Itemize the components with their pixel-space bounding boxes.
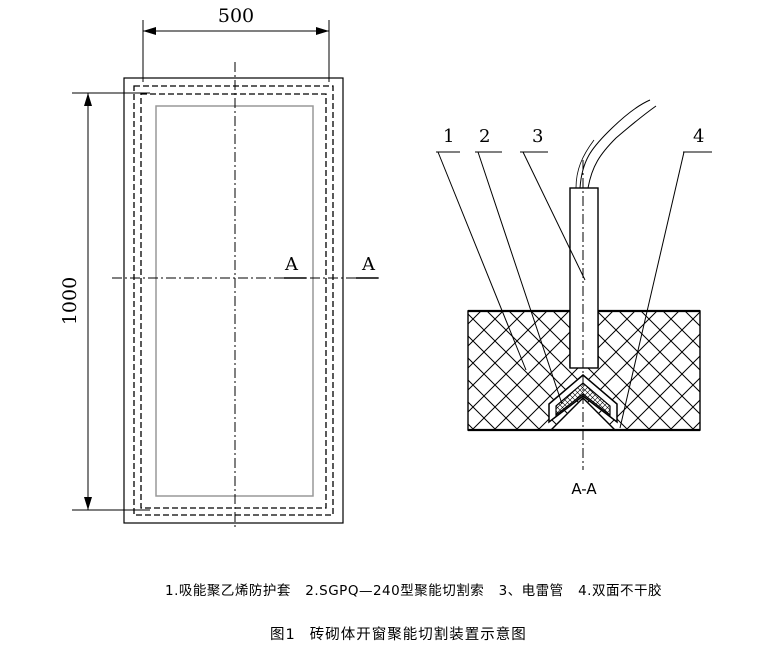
legend-item-2: 2.SGPQ—240型聚能切割索 [305,583,485,599]
figure-caption: 图1 砖砌体开窗聚能切割装置示意图 [270,623,541,644]
callout-3: 3 [520,126,586,281]
section-label-right: A [361,254,376,275]
outer-frame [123,77,344,524]
legend: 1.吸能聚乙烯防护套 2.SGPQ—240型聚能切割索 3、电雷管 4.双面不干… [165,579,765,599]
height-dimension: 1000 [59,92,150,511]
legend-item-1: 1.吸能聚乙烯防护套 [165,583,291,599]
detonator-lead-wire [579,99,651,189]
height-dimension-value: 1000 [59,277,81,325]
callout-4-label: 4 [693,126,704,147]
callout-4: 4 [619,126,712,429]
section-view-label: A-A [571,480,597,498]
section-view: A-A 1 2 3 4 [436,99,712,498]
front-view: A A 500 1000 [59,5,380,530]
legend-item-3: 3、电雷管 [498,583,564,599]
callout-2-label: 2 [479,126,490,147]
legend-item-4: 4.双面不干胶 [578,583,662,599]
section-label-left: A [284,254,299,275]
cutting-path-outer [133,85,334,516]
cutting-path-inner [140,93,327,509]
figure-title: 砖砌体开窗聚能切割装置示意图 [309,627,527,643]
callout-3-label: 3 [532,126,543,147]
callout-2: 2 [475,126,563,405]
width-dimension-value: 500 [218,5,254,27]
figure-number: 图1 [270,627,296,643]
callout-1: 1 [436,126,527,371]
callout-1-label: 1 [443,126,454,147]
width-dimension: 500 [142,5,330,82]
